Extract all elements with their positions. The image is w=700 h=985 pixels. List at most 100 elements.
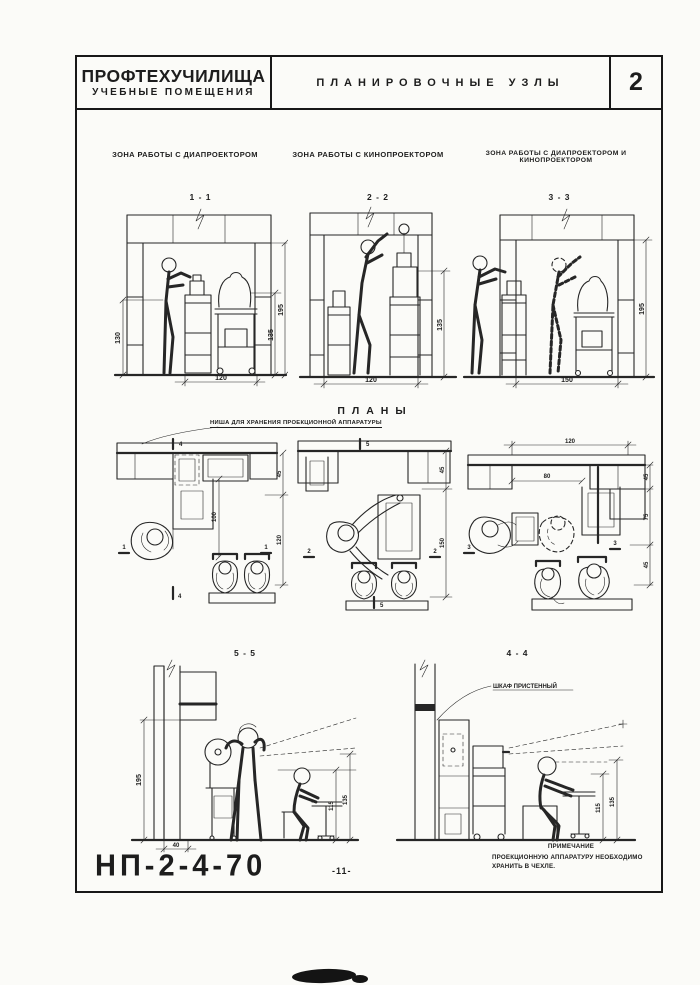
person-standing-adjusting (204, 723, 266, 842)
projector-trolley (472, 745, 511, 841)
person-seated (281, 767, 320, 842)
dimensions: 100 45 120 (212, 449, 289, 589)
dim-115: 115 (329, 801, 335, 811)
break-mark (419, 659, 429, 678)
students-overhead (208, 552, 276, 604)
dim-195: 195 (278, 304, 285, 316)
plan-2-drawing: 2 2 5 5 45 150 (296, 437, 453, 611)
zone-heading-1: ЗОНА РАБОТЫ С ДИАПРОЕКТОРОМ (112, 150, 258, 159)
cabinet-plan (172, 478, 214, 550)
title-block: ПРОФТЕХУЧИЛИЩА УЧЕБНЫЕ ПОМЕЩЕНИЯ ПЛАНИРО… (77, 57, 661, 110)
operator-dashed-overhead (538, 515, 575, 553)
wall-cabinet-callout: ШКАФ ПРИСТЕННЫЙ (493, 682, 557, 690)
operator-overhead (130, 521, 174, 561)
svg-text:5: 5 (380, 603, 384, 609)
zone-heading-2: ЗОНА РАБОТЫ С КИНОПРОЕКТОРОМ (292, 150, 444, 159)
person-seated (522, 756, 575, 842)
person-standing (161, 257, 192, 375)
callout: ШКАФ ПРИСТЕННЫЙ (436, 682, 574, 721)
portal-wall (309, 206, 433, 378)
dim-130: 130 (115, 332, 122, 344)
svg-text:1: 1 (264, 545, 268, 551)
note-title: ПРИМЕЧАНИЕ (547, 843, 595, 850)
operator-overhead (326, 494, 404, 580)
dim-135: 135 (268, 329, 275, 341)
wall-hatch (153, 665, 165, 841)
person-dashed (548, 255, 582, 375)
elevation-1-1-drawing: 130 135 195 120 (113, 208, 288, 387)
person-reaching-up (352, 232, 389, 375)
break-mark (365, 206, 375, 228)
dimensions: 195 115 135 40 (136, 716, 357, 853)
section-cut-marks: 1 1 4 4 (117, 437, 273, 601)
sheet-frame: ПРОФТЕХУЧИЛИЩА УЧЕБНЫЕ ПОМЕЩЕНИЯ ПЛАНИРО… (75, 55, 663, 893)
students-overhead (345, 561, 429, 611)
dim-150: 150 (440, 537, 446, 548)
dim-120: 120 (565, 439, 576, 445)
dim-45: 45 (644, 473, 650, 480)
plans-title: ПЛАНЫ (337, 405, 413, 417)
cabinet-door (442, 733, 464, 767)
dimensions: 130 135 195 120 (115, 239, 288, 387)
svg-text:4: 4 (179, 442, 183, 448)
dim-45: 45 (440, 466, 446, 473)
scan-ink-smudge (291, 967, 357, 985)
dim-195: 195 (639, 303, 646, 315)
sheet-number: 2 (609, 57, 661, 108)
dim-120: 120 (215, 375, 227, 382)
film-projector-stand (389, 223, 421, 376)
wall-column (414, 659, 436, 841)
elevation-1-title: 1 - 1 (189, 192, 212, 202)
svg-text:2: 2 (433, 549, 437, 555)
portal-wall (126, 208, 272, 376)
slide-projector-pedestal (501, 280, 527, 376)
projector-table-plan (377, 494, 421, 560)
dim-150: 150 (561, 377, 573, 384)
wall-hatch (116, 442, 278, 454)
elevation-3-3-drawing: 195 150 (462, 208, 656, 389)
section-5-title: 5 - 5 (233, 648, 256, 658)
section-cut-marks: 3 3 (462, 541, 622, 555)
dim-120: 120 (365, 377, 377, 384)
projection-sightlines (508, 719, 628, 763)
svg-text:4: 4 (178, 594, 182, 600)
section-4-4-drawing: ШКАФ ПРИСТЕННЫЙ (395, 659, 637, 844)
dim-135: 135 (343, 794, 349, 805)
projection-sightlines (259, 717, 357, 771)
break-mark (561, 208, 571, 230)
slide-projector-pedestal (184, 274, 212, 374)
dim-115: 115 (596, 803, 602, 813)
dimensions: 45 150 (421, 447, 453, 601)
dimensions: 45 75 45 (629, 461, 654, 589)
desk (562, 791, 596, 839)
elevation-2-2-drawing: 135 120 (298, 206, 458, 389)
plan-3-drawing: 120 80 (462, 439, 654, 611)
projector-trolley (214, 271, 258, 375)
wall-recess (202, 454, 249, 482)
section-5-5-drawing: 195 115 135 40 (130, 659, 360, 853)
wall (296, 449, 453, 492)
desk (311, 801, 343, 841)
wall (115, 451, 279, 486)
storage-callout: НИША ДЛЯ ХРАНЕНИЯ ПРОЕКЦИОННОЙ АППАРАТУР… (210, 420, 382, 428)
dim-45: 45 (644, 561, 650, 568)
chair (205, 761, 239, 841)
dim-100: 100 (212, 511, 218, 522)
slide-projector-stand (327, 290, 351, 376)
dimensions: 115 135 (590, 756, 624, 844)
svg-text:1: 1 (122, 545, 126, 551)
note-line-1: ПРОЕКЦИОННУЮ АППАРАТУРУ НЕОБХОДИМО (492, 853, 643, 861)
projector-body (472, 745, 504, 769)
dim-45: 45 (277, 470, 283, 477)
elevation-2-title: 2 - 2 (366, 192, 389, 202)
wall-hatch (297, 440, 452, 452)
operator-overhead (468, 512, 539, 554)
cabinet-plan (581, 465, 621, 545)
page-number-label: -11- (332, 866, 352, 876)
projector-body (218, 271, 252, 308)
dim-195: 195 (136, 774, 143, 786)
film-reel (204, 738, 232, 766)
sheet-title: ПЛАНИРОВОЧНЫЕ УЗЛЫ (316, 76, 565, 89)
org-subtitle: УЧЕБНЫЕ ПОМЕЩЕНИЯ (92, 87, 255, 99)
stored-projector (309, 460, 325, 486)
